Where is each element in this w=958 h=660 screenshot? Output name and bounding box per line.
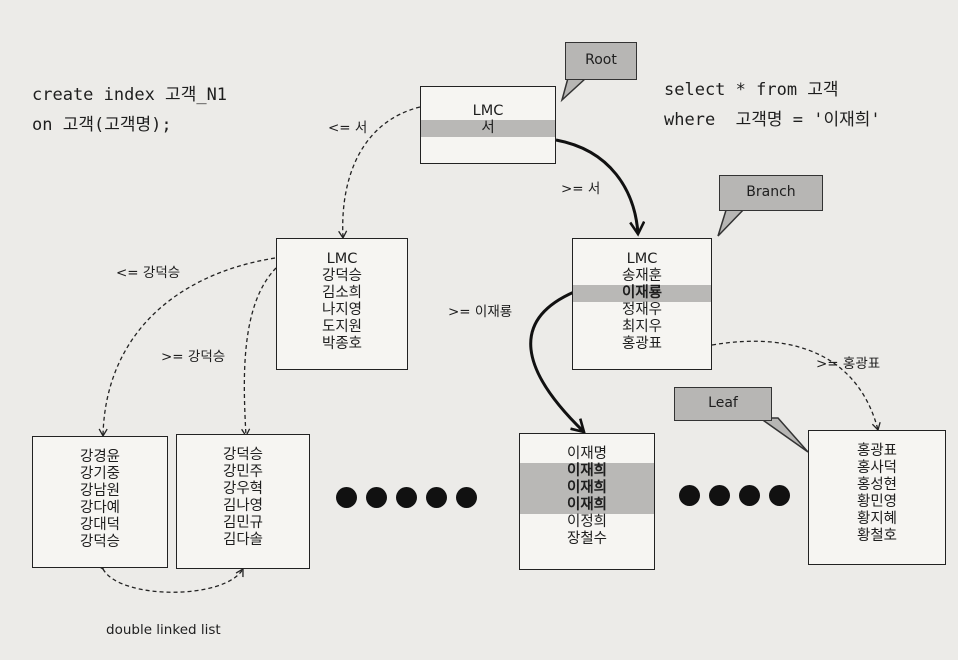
node-entry: 황철호: [856, 528, 898, 544]
node-entry: 이재룡: [573, 285, 711, 302]
node-entry: 이재희: [520, 480, 654, 497]
ellipsis-dot: [366, 487, 387, 508]
root-callout-tail: [560, 77, 588, 103]
leaf-callout: Leaf: [674, 387, 772, 421]
node-entry: 강다예: [79, 500, 121, 516]
ellipsis-dot: [456, 487, 477, 508]
node-entry: LMC: [472, 103, 504, 119]
node-entry: 강경윤: [79, 449, 121, 465]
ellipsis-dot: [709, 485, 730, 506]
node-entry: 최지우: [621, 319, 663, 335]
code-line: create index 고객_N1: [32, 85, 228, 105]
node-entry: 도지원: [321, 319, 363, 335]
code-line: select * from 고객: [664, 80, 839, 100]
ellipsis-dot: [426, 487, 447, 508]
node-entry: 이정희: [566, 514, 608, 530]
edge-label-root-right: >= 서: [561, 181, 601, 197]
leaf-callout-tail: [757, 417, 809, 453]
edge-label-left-leaf1: <= 강덕승: [116, 265, 181, 281]
node-entry: 서: [421, 120, 555, 137]
edge-label-right-leaf3: >= 이재룡: [448, 304, 513, 320]
node-entry: 김나영: [222, 498, 264, 514]
node-entry: 장철수: [566, 531, 608, 547]
node-entry: 강대덕: [79, 517, 121, 533]
node-entry: 김민규: [222, 515, 264, 531]
node-entry: 홍사덕: [856, 460, 898, 476]
double-link-arrow: [95, 560, 244, 593]
node-entry: LMC: [326, 251, 358, 267]
node-entry: 황민영: [856, 494, 898, 510]
edge-left-branch-to-leaf2: [241, 267, 277, 438]
edge-label-right-leaf4: >= 홍광표: [816, 356, 881, 372]
node-entry: 박종호: [321, 336, 363, 352]
node-entry: 송재훈: [621, 268, 663, 284]
node-entry: 강민주: [222, 464, 264, 480]
code-line: where 고객명 = '이재희': [664, 110, 881, 130]
ellipsis-dot: [336, 487, 357, 508]
edge-right-branch-to-leaf4: [711, 340, 881, 432]
node-entry: 황지혜: [856, 511, 898, 527]
node-entry: 김소희: [321, 285, 363, 301]
node-entry: 나지영: [321, 302, 363, 318]
edge-right-branch-to-leaf3: [529, 290, 584, 432]
node-entry: 이재희: [520, 497, 654, 514]
ellipsis-dots-right: [679, 485, 790, 506]
node-entry: 김다솔: [222, 532, 264, 548]
select-query-statement: select * from 고객 where 고객명 = '이재희': [664, 75, 881, 135]
edge-label-root-left: <= 서: [328, 120, 368, 136]
edge-root-to-right-branch: [555, 138, 638, 234]
node-entry: 정재우: [621, 302, 663, 318]
ellipsis-dots-left: [336, 487, 477, 508]
edge-label-left-leaf2: >= 강덕승: [161, 349, 226, 365]
node-entry: 강남원: [79, 483, 121, 499]
branch-callout: Branch: [719, 175, 823, 211]
node-entry: 이재희: [520, 463, 654, 480]
node-entry: 강우혁: [222, 481, 264, 497]
node-entry: 홍성현: [856, 477, 898, 493]
node-entry: LMC: [626, 251, 658, 267]
node-entry: 강기중: [79, 466, 121, 482]
node-entry: 강덕승: [79, 534, 121, 550]
node-entry: 홍광표: [621, 336, 663, 352]
node-entry: 강덕승: [321, 268, 363, 284]
branch-callout-tail: [717, 206, 748, 237]
ellipsis-dot: [396, 487, 417, 508]
ellipsis-dot: [739, 485, 760, 506]
code-line: on 고객(고객명);: [32, 115, 172, 135]
edge-left-branch-to-leaf1: [98, 257, 276, 438]
node-entry: 홍광표: [856, 443, 898, 459]
node-entry: 강덕승: [222, 447, 264, 463]
node-entry: 이재명: [566, 446, 608, 462]
root-callout: Root: [565, 42, 637, 80]
ellipsis-dot: [769, 485, 790, 506]
ellipsis-dot: [679, 485, 700, 506]
double-linked-list-caption: double linked list: [106, 622, 221, 638]
